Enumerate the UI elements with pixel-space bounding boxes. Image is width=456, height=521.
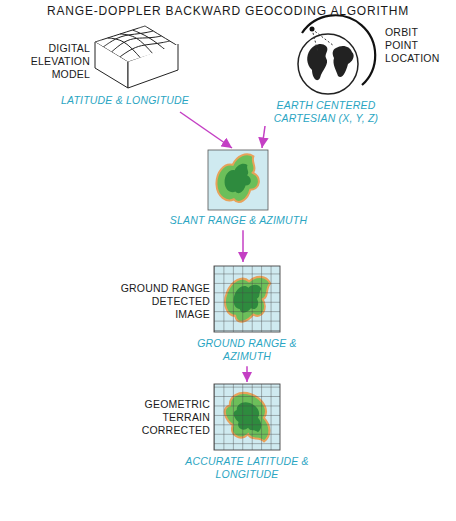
orbit-arc: [302, 15, 375, 85]
grid: [214, 384, 280, 450]
orbit-point: [310, 27, 315, 32]
node-label: ORBIT POINT LOCATION: [385, 26, 449, 65]
coordinate-caption: ACCURATE LATITUDE & LONGITUDE: [182, 455, 312, 481]
grid: [214, 266, 280, 332]
coordinate-caption: LATITUDE & LONGITUDE: [50, 94, 200, 107]
node-label: GROUND RANGE DETECTED IMAGE: [120, 282, 210, 321]
flow-arrow: [180, 112, 232, 148]
image-frame: [214, 266, 280, 332]
image-node: ORBIT POINT LOCATION EARTH CENTERED CARTE…: [265, 22, 451, 140]
node-label: DIGITAL ELEVATION MODEL: [12, 42, 90, 81]
coordinate-caption: EARTH CENTERED CARTESIAN (X, Y, Z): [270, 99, 382, 125]
dem-wireframe: [95, 26, 178, 88]
flow-arrow: [242, 230, 244, 262]
image-frame: [214, 384, 280, 450]
gtc-image: [214, 384, 280, 450]
dem-side: [128, 44, 178, 88]
diagram-title: RANGE-DOPPLER BACKWARD GEOCODING ALGORIT…: [0, 4, 456, 18]
beam-lines: [312, 29, 334, 52]
flow-arrow: [246, 366, 248, 382]
slant-image: [208, 150, 268, 210]
flow-arrow: [262, 126, 265, 148]
globe: [298, 34, 358, 94]
orbit-globe: [298, 15, 375, 94]
image-node: GROUND RANGE DETECTED IMAGE GROUND RANGE …: [118, 262, 342, 366]
image-node: GEOMETRIC TERRAIN CORRECTED ACCURATE LATI…: [118, 382, 342, 488]
image-node: SLANT RANGE & AZIMUTH: [160, 148, 319, 230]
coordinate-caption: GROUND RANGE & AZIMUTH: [172, 337, 322, 363]
image-frame: [208, 150, 268, 210]
node-label: GEOMETRIC TERRAIN CORRECTED: [120, 398, 210, 437]
grd-image: [214, 266, 280, 332]
dem-grid-line: [145, 26, 178, 46]
coordinate-caption: SLANT RANGE & AZIMUTH: [160, 214, 317, 227]
island: [211, 153, 262, 206]
image-node: DIGITAL ELEVATION MODEL LATITUDE & LONGIT…: [10, 22, 210, 112]
dem-side: [95, 42, 128, 88]
continent: [333, 46, 354, 77]
